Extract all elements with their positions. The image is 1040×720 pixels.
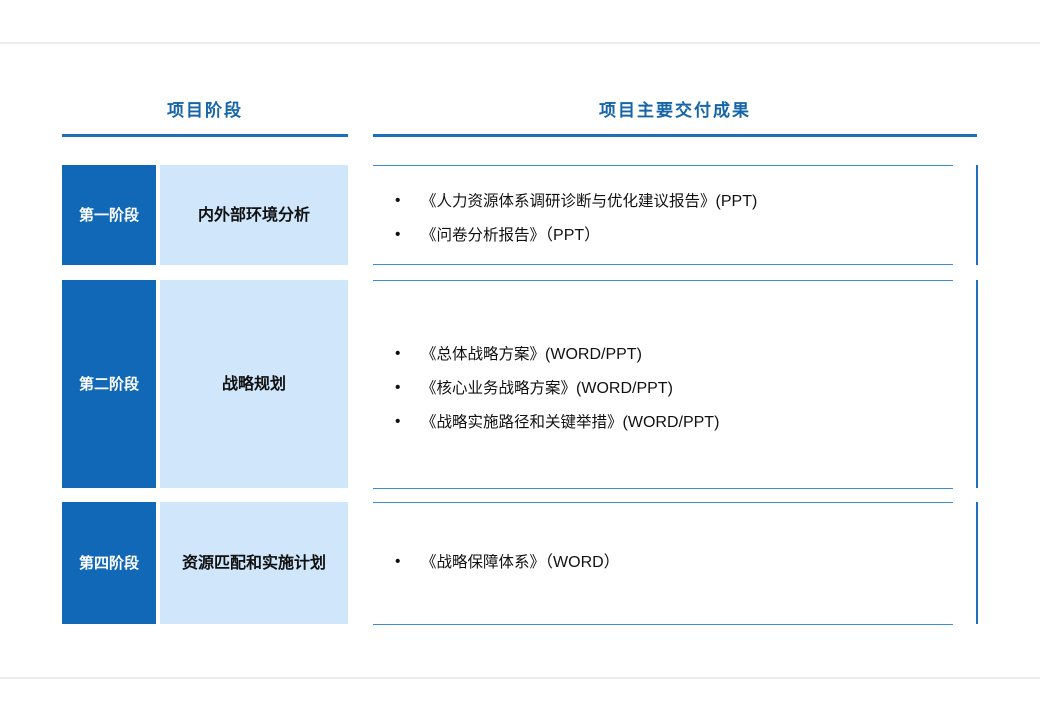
bottom-divider [0, 677, 1040, 679]
stage-column-header: 项目阶段 [167, 101, 243, 121]
list-item: 《战略实施路径和关键举措》(WORD/PPT) [373, 405, 953, 439]
deliverable-title: 《战略实施路径和关键举措》 [421, 413, 623, 431]
deliverable-format: （WORD） [545, 554, 620, 571]
deliverables-header-underline [373, 134, 977, 137]
deliverable-format: (PPT) [715, 193, 758, 210]
deliverable-title: 《人力资源体系调研诊断与优化建议报告》 [421, 192, 716, 210]
stage-1-deliverables: 《人力资源体系调研诊断与优化建议报告》(PPT) 《问卷分析报告》（PPT） [373, 165, 953, 265]
list-item: 《战略保障体系》（WORD） [373, 545, 953, 579]
top-divider [0, 42, 1040, 44]
stage-3-right-bar [976, 502, 978, 624]
stage-2-phase: 战略规划 [160, 280, 348, 488]
deliverable-title: 《核心业务战略方案》 [421, 379, 577, 397]
stage-1-right-bar [976, 165, 978, 265]
deliverable-title: 《问卷分析报告》 [421, 226, 546, 244]
stage-2-label: 第二阶段 [62, 280, 156, 488]
deliverable-format: (WORD/PPT) [576, 380, 673, 397]
stage-2-right-bar [976, 280, 978, 488]
stage-3-label: 第四阶段 [62, 502, 156, 624]
stage-1-label: 第一阶段 [62, 165, 156, 265]
deliverable-title: 《战略保障体系》 [421, 553, 546, 571]
stage-3-phase: 资源匹配和实施计划 [160, 502, 348, 624]
stage-1-phase: 内外部环境分析 [160, 165, 348, 265]
stage-2-deliverables: 《总体战略方案》(WORD/PPT) 《核心业务战略方案》(WORD/PPT) … [373, 280, 953, 489]
list-item: 《总体战略方案》(WORD/PPT) [373, 337, 953, 371]
deliverables-column-header: 项目主要交付成果 [599, 101, 751, 121]
stage-header-underline [62, 134, 348, 137]
deliverable-format: (WORD/PPT) [622, 414, 720, 431]
stage-3-deliverables: 《战略保障体系》（WORD） [373, 502, 953, 625]
deliverable-title: 《总体战略方案》 [421, 345, 546, 363]
deliverable-format: (WORD/PPT) [545, 346, 642, 363]
list-item: 《人力资源体系调研诊断与优化建议报告》(PPT) [373, 184, 953, 218]
list-item: 《问卷分析报告》（PPT） [373, 218, 953, 252]
deliverable-format: （PPT） [545, 227, 601, 244]
list-item: 《核心业务战略方案》(WORD/PPT) [373, 371, 953, 405]
